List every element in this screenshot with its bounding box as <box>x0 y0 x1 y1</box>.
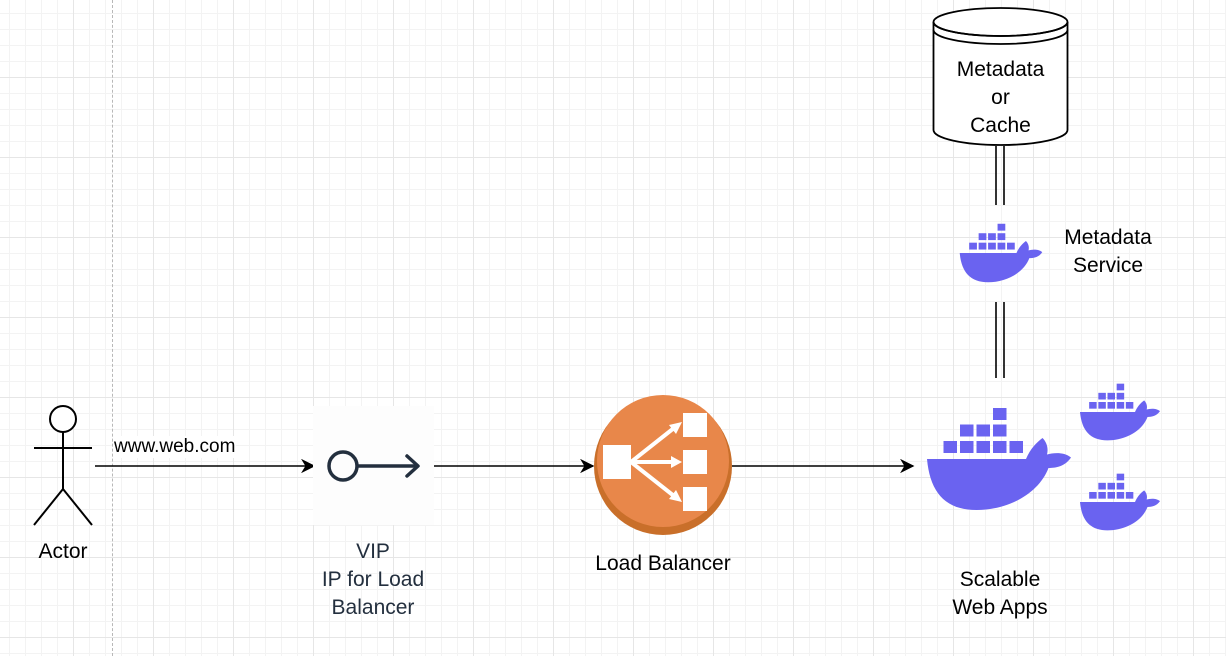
web-apps-label: Scalable Web Apps <box>910 566 1090 622</box>
endpoint-icon <box>327 450 420 482</box>
docker-whale-icon[interactable] <box>1078 472 1162 532</box>
edge-label-actor-to-vip: www.web.com <box>113 436 237 458</box>
lane-divider <box>112 0 113 656</box>
metadata-service-line-2: Service <box>1072 254 1144 277</box>
docker-whale-icon[interactable] <box>958 222 1044 284</box>
edge-service-to-webapps[interactable] <box>995 302 1005 378</box>
vip-label-line-2: IP for Load <box>321 568 425 591</box>
web-apps-line-1: Scalable <box>959 568 1041 591</box>
web-apps-line-2: Web Apps <box>952 596 1048 619</box>
vip-label-line-3: Balancer <box>331 596 415 619</box>
load-balancer-label: Load Balancer <box>595 552 731 575</box>
load-balancer-icon[interactable] <box>592 395 734 537</box>
database-cylinder-icon[interactable] <box>932 6 1069 148</box>
metadata-store-line-1: Metadata <box>956 58 1045 81</box>
metadata-service-label: Metadata Service <box>1040 224 1176 280</box>
stick-figure-icon[interactable] <box>30 404 96 528</box>
vip-node[interactable] <box>313 406 434 525</box>
metadata-service-line-1: Metadata <box>1064 226 1152 249</box>
metadata-store-line-3: Cache <box>970 114 1031 137</box>
edge-store-to-service[interactable] <box>995 146 1005 205</box>
metadata-store-label: Metadata or Cache <box>932 56 1069 140</box>
docker-whale-icon[interactable] <box>1078 382 1162 442</box>
docker-whale-icon[interactable] <box>924 405 1074 513</box>
vip-label: VIP IP for Load Balancer <box>283 538 463 622</box>
actor-label: Actor <box>38 540 88 563</box>
metadata-store-line-2: or <box>991 86 1010 109</box>
vip-label-line-1: VIP <box>356 540 390 563</box>
